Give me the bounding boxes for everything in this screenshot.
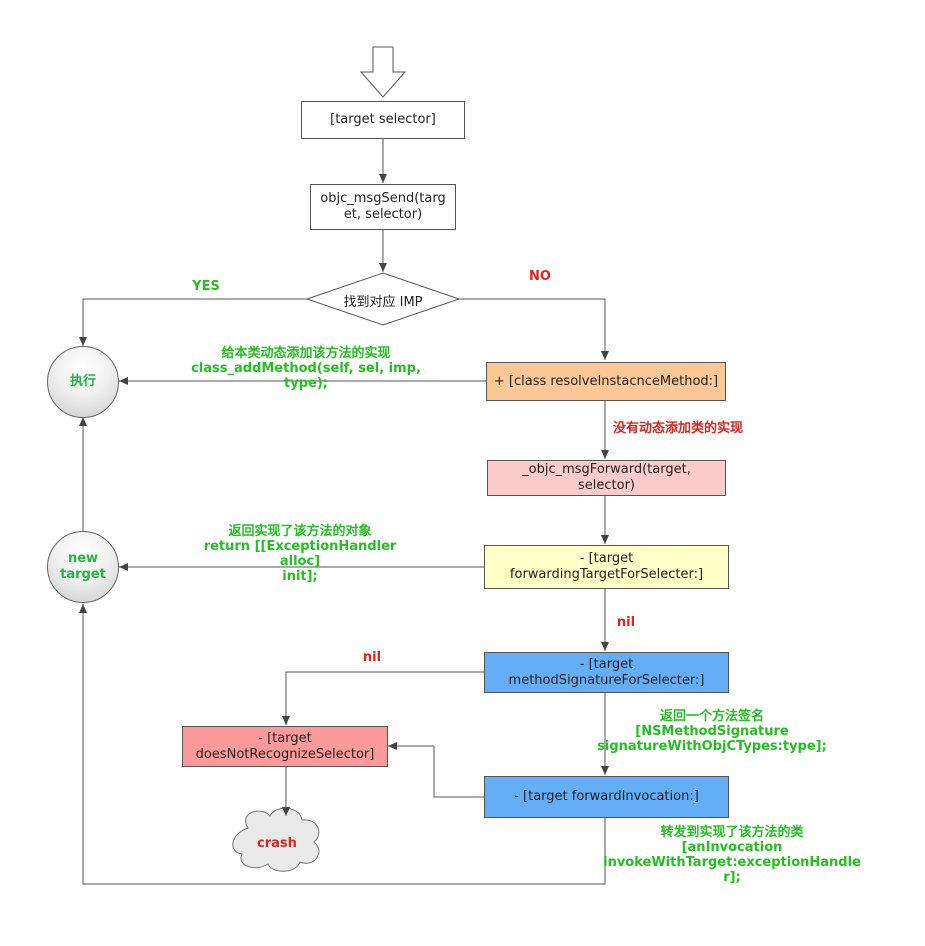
target-selector-text: [target selector] bbox=[330, 112, 436, 127]
execute-text: 执行 bbox=[69, 374, 96, 389]
edge-forwardinvocation-to-newtarget bbox=[79, 604, 606, 885]
execute-circle: 执行 bbox=[47, 346, 119, 418]
resolve-instance-method-text: + [class resolveInstacnceMethod:] bbox=[493, 373, 719, 389]
new-target-text: new target bbox=[60, 551, 106, 582]
entry-arrow-icon bbox=[359, 46, 407, 98]
msgsend-box: objc_msgSend(targ et, selector) bbox=[310, 184, 456, 230]
resolve-instance-method-box: + [class resolveInstacnceMethod:] bbox=[486, 362, 726, 401]
msg-forward-box: _objc_msgForward(target, selector) bbox=[487, 460, 726, 496]
yes-label: YES bbox=[192, 279, 220, 294]
nil-label-right: nil bbox=[616, 615, 636, 630]
method-signature-box: - [target methodSignatureForSelecter:] bbox=[484, 652, 729, 693]
does-not-recognize-text: - [target doesNotRecognizeSelector] bbox=[195, 730, 375, 762]
edge-no-to-resolve bbox=[459, 298, 609, 360]
edge-forwardinvocation-to-doesnotrecognize bbox=[388, 742, 484, 798]
forward-invocation-text: - [target forwardInvocation:] bbox=[514, 789, 699, 804]
crash-text: crash bbox=[257, 836, 297, 851]
new-target-circle: new target bbox=[47, 531, 119, 603]
method-signature-text: - [target methodSignatureForSelecter:] bbox=[508, 656, 705, 688]
forwarding-target-box: - [target forwardingTargetForSelecter:] bbox=[484, 545, 729, 589]
return-object-label: 返回实现了该方法的对象 return [[ExceptionHandler al… bbox=[203, 524, 397, 584]
nil-label-left: nil bbox=[362, 650, 382, 665]
no-dynamic-label: 没有动态添加类的实现 bbox=[612, 421, 743, 436]
forward-invocation-box: - [target forwardInvocation:] bbox=[484, 776, 729, 818]
edge-methodsignature-nil-to-doesnotrecognize bbox=[282, 671, 484, 725]
find-imp-text: 找到对应 IMP bbox=[343, 295, 423, 310]
crash-cloud-icon bbox=[232, 807, 320, 872]
msgsend-text: objc_msgSend(targ et, selector) bbox=[320, 191, 446, 222]
target-selector-box: [target selector] bbox=[301, 101, 465, 139]
add-method-label: 给本类动态添加该方法的实现 class_addMethod(self, sel,… bbox=[191, 346, 421, 391]
does-not-recognize-box: - [target doesNotRecognizeSelector] bbox=[182, 726, 388, 767]
no-label: NO bbox=[529, 269, 551, 284]
return-signature-label: 返回一个方法签名 [NSMethodSignature signatureWit… bbox=[597, 709, 827, 754]
edge-yes-to-execute bbox=[79, 298, 307, 346]
msg-forward-text: _objc_msgForward(target, selector) bbox=[522, 462, 691, 493]
forward-to-label: 转发到实现了该方法的类 [anInvocation invokeWithTarg… bbox=[603, 825, 861, 885]
forwarding-target-text: - [target forwardingTargetForSelecter:] bbox=[509, 551, 704, 582]
